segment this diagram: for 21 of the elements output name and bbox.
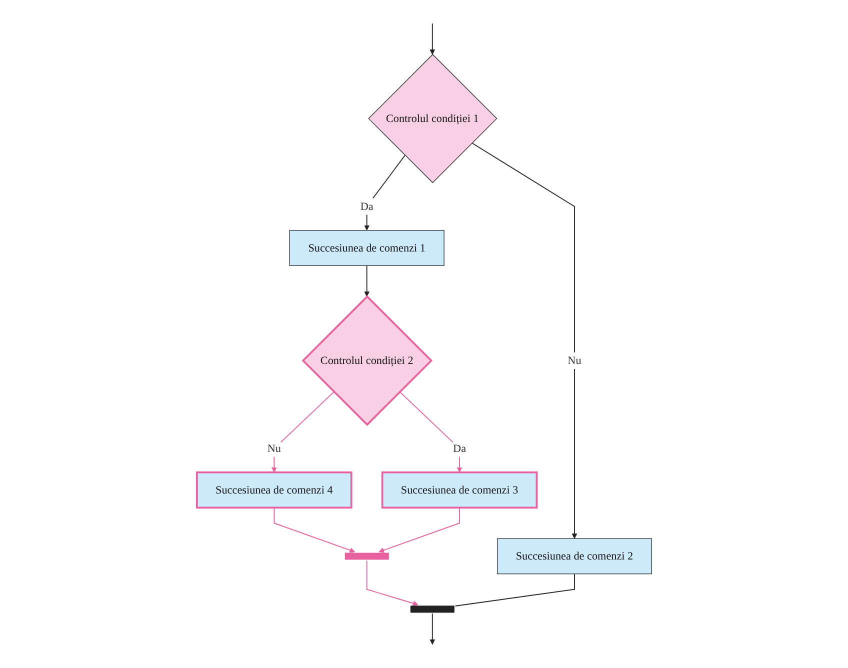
node-box: Succesiunea de comenzi 2	[496, 538, 652, 574]
arrow	[366, 560, 418, 606]
arrow	[398, 391, 462, 473]
node-box: Succesiunea de comenzi 4	[196, 471, 352, 509]
node-diamond: Controlul condiției 1	[368, 54, 497, 184]
edge-label: Da	[360, 200, 374, 212]
node-box: Succesiunea de comenzi 1	[289, 230, 444, 266]
arrow	[429, 23, 435, 55]
arrow	[471, 142, 577, 539]
node-box: Succesiunea de comenzi 3	[381, 471, 538, 509]
arrow	[378, 507, 460, 553]
edge-label: Da	[452, 442, 466, 454]
edge-label: Nu	[567, 354, 581, 366]
arrow	[429, 613, 435, 645]
node-diamond: Controlul condiției 2	[301, 295, 432, 426]
arrow	[273, 507, 355, 553]
arrow	[364, 265, 370, 297]
arrow	[271, 391, 334, 473]
connector	[454, 573, 575, 606]
arrow	[364, 154, 406, 231]
edge-label: Nu	[267, 442, 281, 454]
